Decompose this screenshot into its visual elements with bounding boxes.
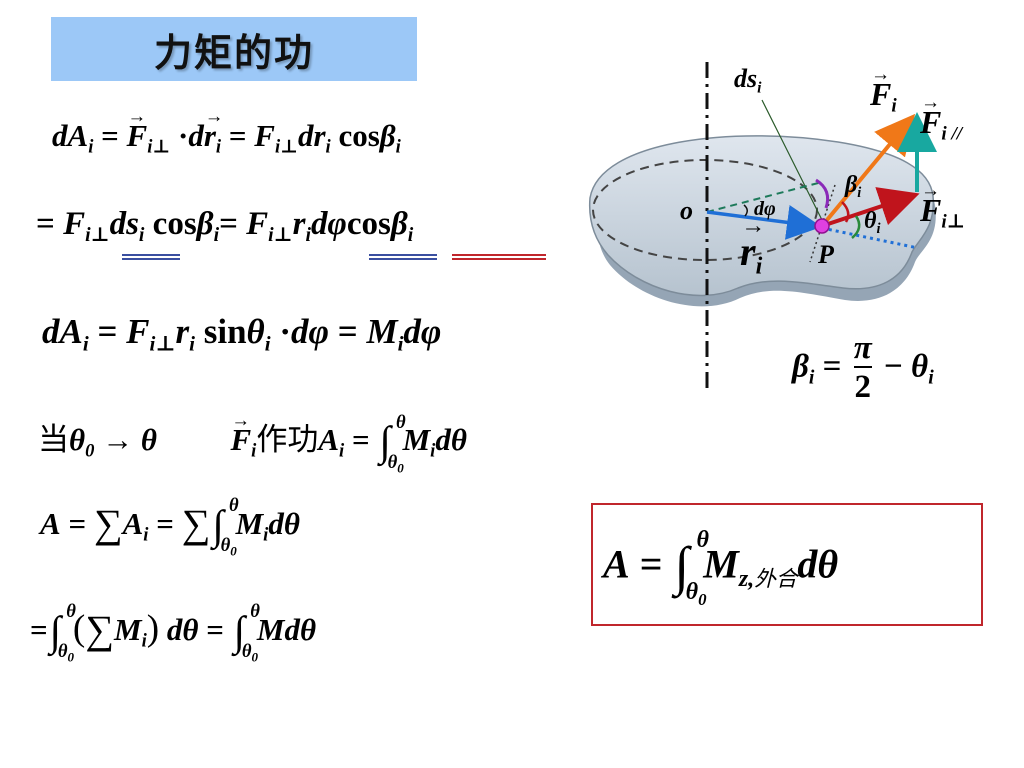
equation-1: dAi = Fi⊥ ·dri = Fi⊥dri cosβi: [52, 106, 401, 159]
underline-cos-beta: [452, 254, 546, 260]
title-banner: 力矩的功: [51, 17, 417, 81]
equation-2: = Fi⊥dsi cosβi= Fi⊥ridφcosβi: [36, 206, 414, 246]
label-f: Fi: [870, 64, 897, 118]
equation-beta: βi = π 2 − θi: [792, 330, 934, 408]
label-beta: βi: [845, 172, 862, 202]
underline-r-dphi: [369, 254, 437, 260]
label-p: P: [818, 240, 834, 269]
label-f-parallel: Fi //: [920, 92, 962, 146]
text-waihe: 外合: [754, 566, 798, 592]
text-dang: 当: [38, 422, 69, 458]
slide-title: 力矩的功: [153, 30, 314, 75]
arc-theta: [851, 215, 861, 239]
label-o: o: [680, 196, 693, 225]
label-theta: θi: [864, 208, 881, 238]
text-zuogong: 作功: [256, 422, 319, 458]
dashed-orbit: [592, 159, 818, 261]
arc-beta: [841, 201, 850, 223]
label-f-perp: Fi⊥: [920, 180, 965, 234]
label-ds: dsi: [734, 64, 762, 97]
point-p: [814, 218, 830, 234]
equation-4: 当θ0 → θ Fi作功Ai = ∫θθ0 Midθ: [38, 410, 467, 475]
underline-ds: [122, 254, 180, 260]
label-r: ri: [740, 213, 765, 280]
equation-3: dAi = Fi⊥ri sinθi ·dφ = Midφ: [42, 312, 442, 356]
